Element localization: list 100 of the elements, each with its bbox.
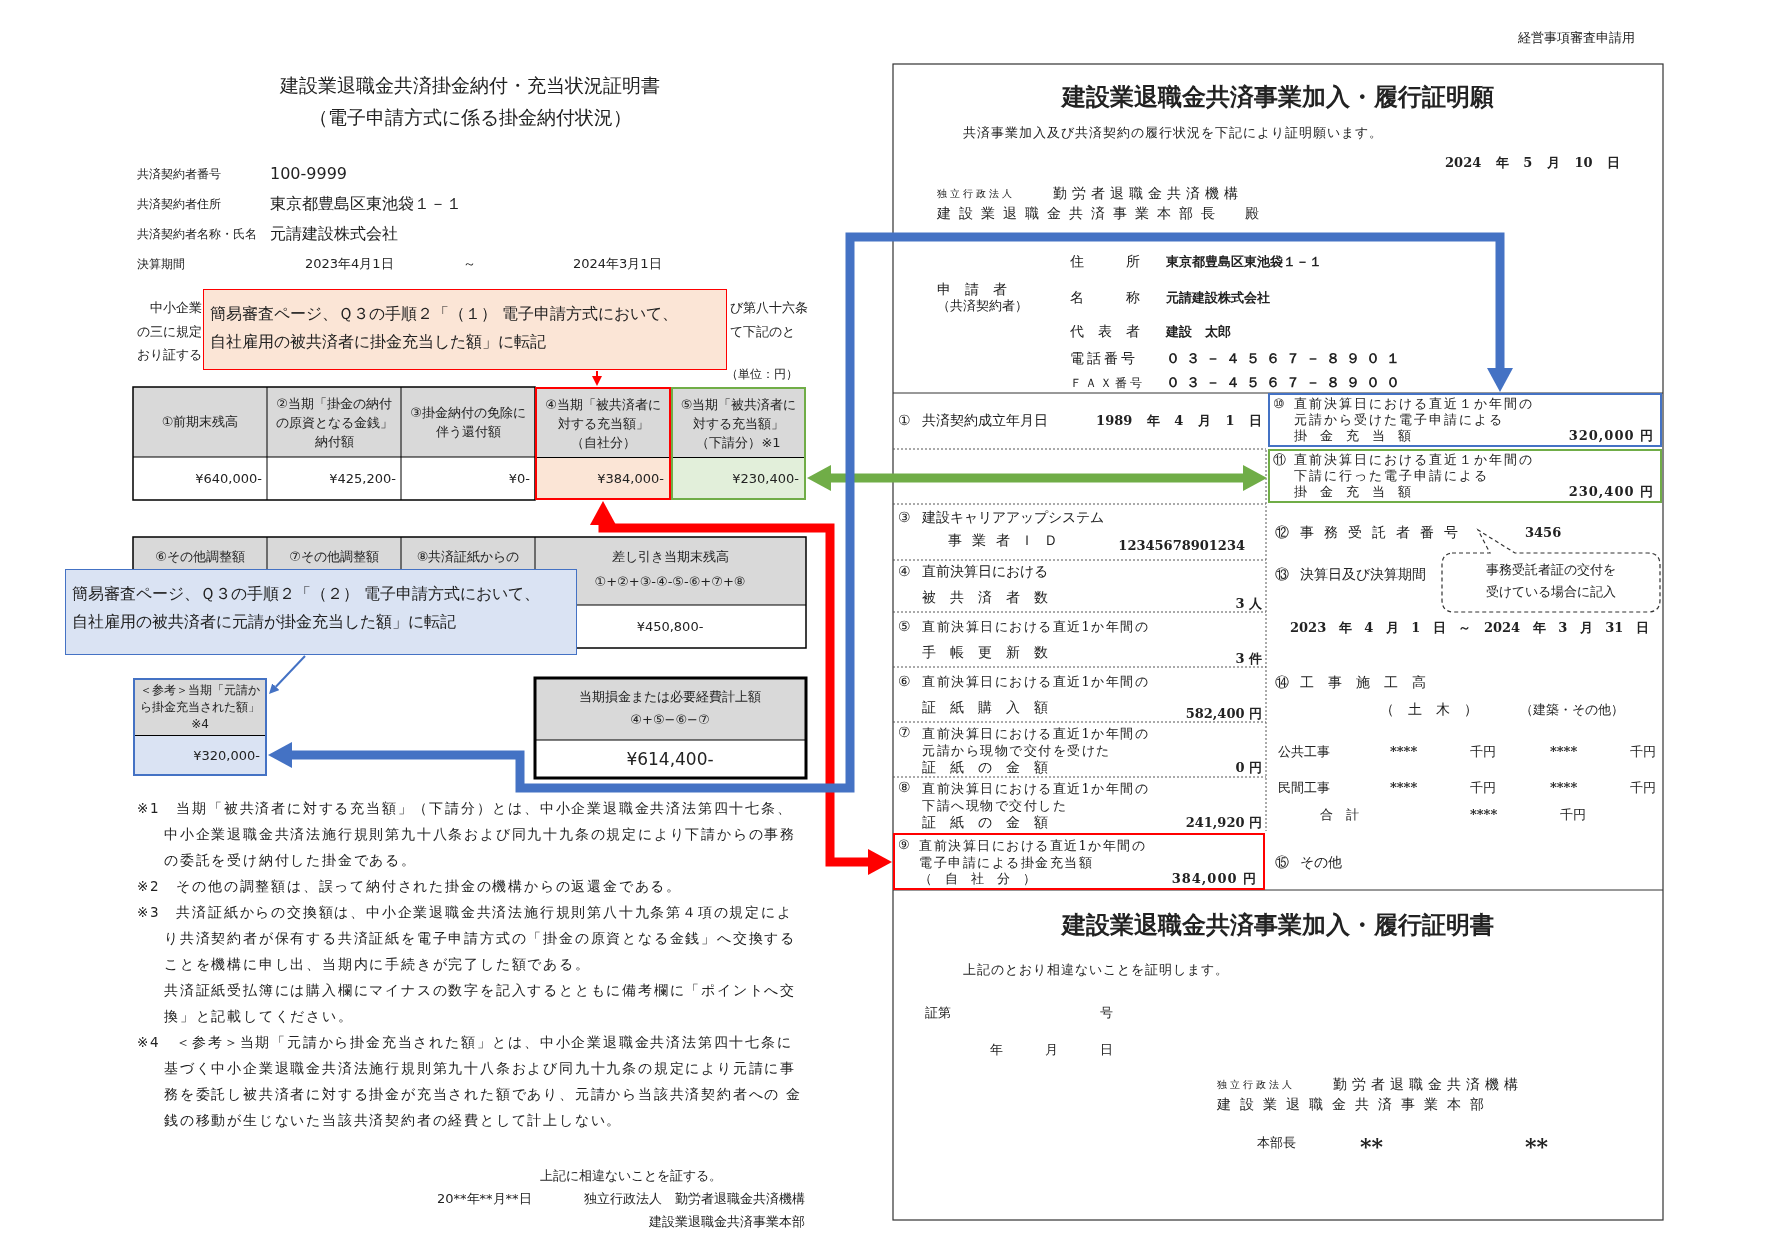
field-label: 共済契約成立年月日 bbox=[922, 412, 1048, 430]
field-value: 元請建設株式会社 bbox=[270, 224, 398, 244]
amount-value: ¥320,000- bbox=[135, 735, 265, 774]
field-label: 直前決算日における直近1か年間の bbox=[922, 673, 1150, 691]
field-value: 3 人 bbox=[1235, 595, 1262, 613]
field-value: **** bbox=[1550, 743, 1578, 761]
document-subtitle: （電子申請方式に係る掛金納付状況） bbox=[308, 106, 632, 130]
column-heading: ①前期末残高 bbox=[161, 413, 239, 431]
unit-text: 千円 bbox=[1630, 779, 1656, 797]
column-heading: ⑧共済証紙からの bbox=[416, 548, 520, 566]
field-label: 代 表 者 bbox=[1070, 323, 1140, 341]
field-label: 共済契約者番号 bbox=[137, 166, 221, 182]
field-value: 建設 太郎 bbox=[1166, 323, 1231, 341]
footnote: ※3 共済証紙からの交換額は、中小企業退職金共済法施行規則第八十九条第４項の規定により共済契約者が保有する共済証紙を電子申請方式の「掛金の原資となる金銭」へ交換することを機構に申し出、当期内に手続きが完了した額である。 bbox=[137, 903, 797, 974]
field-label: （ 自 社 分 ） bbox=[919, 871, 1036, 887]
amount-value: ¥425,200- bbox=[329, 470, 396, 488]
field-value: ０３－４５６７－８９００ bbox=[1166, 374, 1406, 392]
unit-note: （単位：円） bbox=[726, 366, 798, 382]
arrow bbox=[807, 466, 1267, 490]
field-label: 本部長 bbox=[1257, 1134, 1296, 1152]
field-value: 241,920 円 bbox=[1185, 814, 1262, 832]
field-value: **** bbox=[1550, 779, 1578, 797]
range-separator: ～ bbox=[463, 255, 476, 273]
organization-text: 独立行政法人 bbox=[1217, 1078, 1295, 1092]
amount-value: ¥640,000- bbox=[195, 470, 262, 488]
field-value: 320,000 円 bbox=[1568, 428, 1654, 444]
field-value: 2024年3月1日 bbox=[573, 255, 662, 273]
organization-text: 勤労者退職金共済機構 bbox=[1333, 1076, 1523, 1094]
field-label: 直前決算日における直近1か年間の電子申請による掛金充当額 bbox=[919, 837, 1148, 871]
field-value: 東京都豊島区東池袋１－１ bbox=[270, 194, 462, 214]
date-text: 2024 年 5 月 10 日 bbox=[1445, 154, 1620, 172]
bubble-text: 事務受託者証の交付を受けている場合に記入 bbox=[1485, 561, 1617, 601]
organization-text: 勤労者退職金共済機構 bbox=[1053, 185, 1243, 203]
highlighted-field bbox=[1268, 449, 1662, 503]
column-heading: ③掛金納付の免除に伴う還付額 bbox=[409, 404, 527, 441]
field-value: 384,000 円 bbox=[1171, 871, 1257, 887]
form-purpose: 経営事項審査申請用 bbox=[1518, 29, 1635, 47]
field-label: 公共工事 bbox=[1278, 743, 1330, 761]
unit-text: 千円 bbox=[1560, 806, 1586, 824]
field-label: 民間工事 bbox=[1278, 779, 1330, 797]
organization-text: 建設業退職金共済事業本部 bbox=[1217, 1096, 1493, 1114]
field-label: 証第 bbox=[925, 1004, 951, 1022]
field-label: 電話番号 bbox=[1070, 350, 1138, 368]
speech-bubble bbox=[1440, 526, 1662, 614]
highlighted-field bbox=[893, 833, 1265, 890]
field-label: 被 共 済 者 数 bbox=[922, 589, 1048, 607]
field-label: 共済契約者名称・氏名 bbox=[137, 226, 257, 242]
callout-text: 簡易審査ページ、Ｑ３の手順２「（２） 電子申請方式において、自社雇用の被共済者に元請が掛金充当した額」に転記 bbox=[72, 583, 542, 633]
highlighted-column bbox=[671, 387, 806, 500]
item-number: ③ bbox=[898, 509, 911, 527]
item-number: ⑮ bbox=[1275, 854, 1289, 872]
field-label: 直前決算日における直近１か年間の下請に行った電子申請による bbox=[1294, 452, 1535, 484]
reference-column bbox=[133, 678, 267, 776]
field-value: 2023 年 4 月 1 日 ～ 2024 年 3 月 31 日 bbox=[1290, 619, 1649, 637]
highlighted-field bbox=[1268, 393, 1662, 447]
field-value: **** bbox=[1390, 743, 1418, 761]
field-label: 共済契約者住所 bbox=[137, 196, 221, 212]
item-number: ⑬ bbox=[1275, 566, 1289, 584]
column-heading: （下請分）※1 bbox=[696, 433, 781, 452]
item-number: ⑫ bbox=[1275, 524, 1289, 542]
unit-text: 千円 bbox=[1470, 779, 1496, 797]
arrow bbox=[591, 501, 892, 874]
callout-box bbox=[203, 289, 727, 370]
field-label: 事務受託者番号 bbox=[1300, 524, 1468, 542]
document-title: 建設業退職金共済掛金納付・充当状況証明書 bbox=[280, 74, 660, 98]
column-heading: ⑤当期「被共済者に対する充当額」 bbox=[679, 395, 798, 433]
field-value: 3 件 bbox=[1235, 650, 1262, 668]
item-number: ⑤ bbox=[898, 618, 911, 636]
issuer-text: 独立行政法人 勤労者退職金共済機構 bbox=[584, 1190, 805, 1208]
column-heading: 差し引き当期末残高 bbox=[611, 548, 729, 566]
formula-text: ④+⑤−⑥−⑦ bbox=[630, 711, 710, 729]
field-value: 582,400 円 bbox=[1185, 705, 1262, 723]
unit-text: 千円 bbox=[1470, 743, 1496, 761]
item-number: ⑦ bbox=[898, 724, 911, 742]
field-value: 元請建設株式会社 bbox=[1166, 289, 1270, 307]
field-label: 工 事 施 工 高 bbox=[1300, 674, 1426, 692]
field-label: 直前決算日における直近１か年間の元請から受けた電子申請による bbox=[1294, 396, 1535, 428]
column-heading: ⑥その他調整額 bbox=[155, 548, 245, 566]
highlighted-column bbox=[535, 387, 671, 500]
field-label: 事業者ＩＤ bbox=[948, 532, 1068, 550]
addressee-text: 建設業退職金共済事業本部長 殿 bbox=[937, 205, 1267, 223]
field-value: 3456 bbox=[1525, 524, 1562, 542]
field-label: その他 bbox=[1300, 854, 1342, 872]
amount-value: ¥230,400- bbox=[673, 457, 804, 498]
footnote: ※4 ＜参考＞当期「元請から掛金充当された額」とは、中小企業退職金共済法第四十七条に基づく中小企業退職金共済法施行規則第九十八条および同九十九条の規定により元請に事務を委託し被共済者に対する掛金が充当された額であり、元請から当該共済契約者への 金銭の移動が生じないた当該共済契約者の経費として計上しない。 bbox=[137, 1033, 804, 1130]
item-number: ⑧ bbox=[898, 779, 911, 797]
paragraph-fragment: て下記のと bbox=[730, 323, 795, 341]
form-text: 上記のとおり相違ないことを証明します。 bbox=[963, 961, 1229, 979]
item-number: ④ bbox=[898, 563, 911, 581]
field-value: ０３－４５６７－８９０１ bbox=[1166, 350, 1406, 368]
field-label: 建設キャリアアップシステム bbox=[922, 509, 1104, 527]
field-label: 手 帳 更 新 数 bbox=[922, 644, 1048, 662]
amount-value: ¥0- bbox=[508, 470, 530, 488]
field-label: 証 紙 の 金 額 bbox=[922, 759, 1048, 777]
field-label: 決算期間 bbox=[137, 256, 185, 272]
field-value: 2023年4月1日 bbox=[305, 255, 394, 273]
closing-text: 上記に相違ないことを証する。 bbox=[540, 1167, 722, 1185]
field-label: 申 請 者 bbox=[937, 281, 1007, 299]
issuer-text: 建設業退職金共済事業本部 bbox=[649, 1213, 805, 1231]
callout-box bbox=[65, 569, 577, 655]
